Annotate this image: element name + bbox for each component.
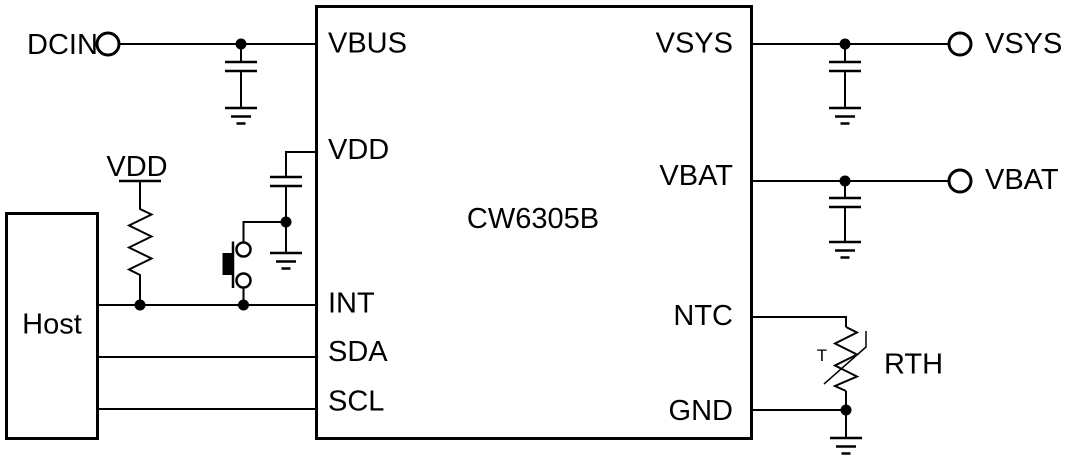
terminal-label-vbat: VBAT <box>985 164 1059 196</box>
pin-label-sda: SDA <box>328 336 388 368</box>
capacitor-vdd <box>270 175 302 188</box>
thermistor-zigzag <box>832 326 860 392</box>
thermistor-diagonal <box>823 331 867 385</box>
terminal-vbat <box>947 168 973 194</box>
push-button-contact-bottom <box>235 272 252 289</box>
junction-dot <box>134 299 146 311</box>
thermistor-rth <box>823 326 867 392</box>
pin-label-scl: SCL <box>328 386 384 418</box>
junction-dot <box>840 404 852 416</box>
terminal-label-vsys: VSYS <box>985 28 1062 60</box>
terminal-dcin <box>95 31 121 57</box>
wire-button-leads <box>242 221 286 305</box>
host-label: Host <box>22 309 82 341</box>
wire-gnd <box>752 409 847 438</box>
host-box <box>5 212 99 440</box>
junction-dot <box>280 216 292 228</box>
thermistor-mark-label: T <box>817 346 827 365</box>
thermistor-designator-label: RTH <box>884 349 943 381</box>
pin-label-vsys: VSYS <box>656 28 733 60</box>
ground-symbol-vdd <box>270 251 302 270</box>
wire-ntc <box>752 316 847 410</box>
pin-label-gnd: GND <box>669 395 733 427</box>
push-button <box>222 241 252 289</box>
push-button-actuator <box>222 253 233 275</box>
pin-label-ntc: NTC <box>673 300 733 332</box>
junction-dot <box>839 175 851 187</box>
ic-part-number: CW6305B <box>467 203 599 235</box>
junction-dot <box>238 299 249 311</box>
ground-symbol-vsys <box>829 106 861 125</box>
terminal-label-dcin: DCIN <box>27 29 98 61</box>
ground-symbol-vbat <box>829 240 861 259</box>
capacitor-input <box>225 60 257 73</box>
terminal-vsys <box>947 31 973 57</box>
ground-symbol-input <box>225 106 257 125</box>
wire-vdd-cap-branch <box>285 151 316 253</box>
resistor-int-pullup <box>126 182 154 305</box>
pin-label-vbus: VBUS <box>328 28 407 60</box>
junction-dot <box>839 38 851 50</box>
pin-label-int: INT <box>328 288 375 320</box>
ground-symbol-gnd <box>830 436 862 455</box>
pin-label-vbat: VBAT <box>659 160 733 192</box>
net-label-vdd-rail: VDD <box>106 151 167 183</box>
ic-outline <box>315 5 753 440</box>
push-button-contact-top <box>235 241 252 258</box>
pin-label-vdd: VDD <box>328 134 389 166</box>
junction-dot <box>235 38 247 50</box>
capacitor-vbat <box>829 196 861 209</box>
junction-dots <box>134 38 852 416</box>
capacitor-vsys <box>829 60 861 73</box>
